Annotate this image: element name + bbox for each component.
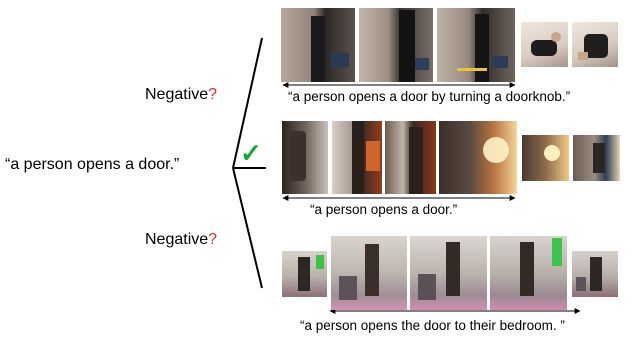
video-frame xyxy=(359,8,433,82)
clip-caption: “a person opens a door by turning a door… xyxy=(288,89,571,104)
video-frame xyxy=(332,121,382,194)
question-mark: ? xyxy=(208,86,218,103)
video-frame xyxy=(437,8,515,82)
video-frame xyxy=(572,251,618,297)
query-text: “a person opens a door.” xyxy=(5,156,180,173)
clip-caption: “a person opens the door to their bedroo… xyxy=(300,318,565,333)
video-frame xyxy=(282,121,328,194)
video-frame xyxy=(385,121,436,194)
video-frame xyxy=(410,236,487,310)
check-mark-icon: ✓ xyxy=(240,138,262,168)
video-frame xyxy=(282,251,327,297)
negative-label-bottom: Negative? xyxy=(145,231,217,249)
video-frame xyxy=(331,236,407,310)
video-frame xyxy=(573,135,620,181)
bracket-lower-branch xyxy=(232,167,263,289)
question-mark: ? xyxy=(208,231,218,248)
negative-label-top: Negative? xyxy=(145,86,217,104)
video-frame xyxy=(522,135,569,181)
negative-word: Negative xyxy=(145,86,209,103)
negative-word: Negative xyxy=(145,231,209,248)
video-frame xyxy=(572,22,618,67)
bracket-upper-branch xyxy=(232,37,263,169)
clip-caption: “a person opens a door.” xyxy=(310,202,458,217)
video-frame xyxy=(490,236,567,310)
video-frame xyxy=(281,8,355,82)
video-frame xyxy=(439,121,517,194)
video-frame xyxy=(521,22,568,67)
